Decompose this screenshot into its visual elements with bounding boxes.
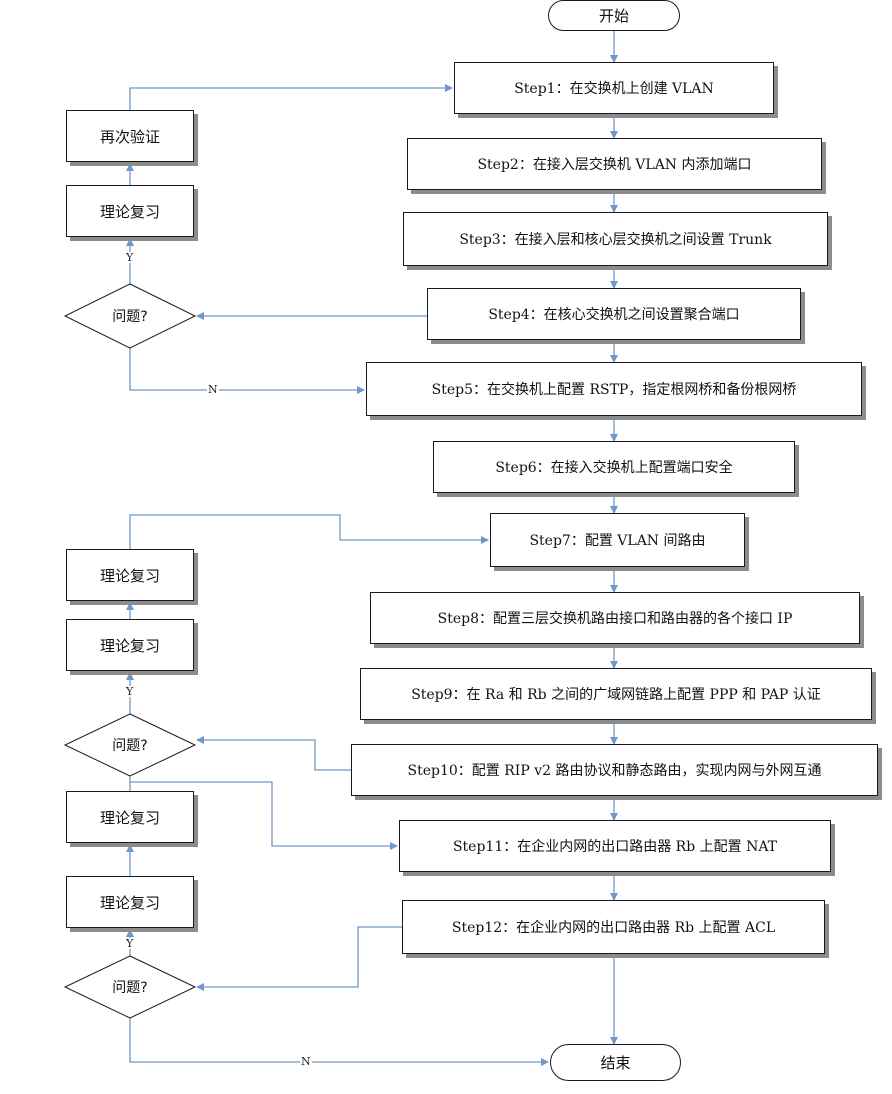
decision-diamond-3 bbox=[63, 955, 197, 1019]
step-11-box: Step11：在企业内网的出口路由器 Rb 上配置 NAT bbox=[399, 820, 831, 872]
yes-label-2: Y bbox=[125, 685, 135, 698]
yes-label-3: Y bbox=[125, 937, 135, 950]
step-6-label: Step6：在接入交换机上配置端口安全 bbox=[495, 460, 733, 476]
connector-step12-to-decision3 bbox=[196, 926, 402, 991]
step-5-label: Step5：在交换机上配置 RSTP，指定根网桥和备份根网桥 bbox=[431, 382, 797, 398]
step-12-label: Step12：在企业内网的出口路由器 Rb 上配置 ACL bbox=[451, 920, 776, 936]
connector-review2a-to-step7 bbox=[129, 514, 489, 549]
step-3-label: Step3：在接入层和核心层交换机之间设置 Trunk bbox=[459, 232, 772, 248]
decision-diamond-1 bbox=[63, 283, 197, 349]
theory-review-label-1: 理论复习 bbox=[99, 202, 160, 221]
decision-label-2: 问题? bbox=[112, 738, 148, 754]
step-2-box: Step2：在接入层交换机 VLAN 内添加端口 bbox=[407, 138, 822, 190]
step-9-box: Step9：在 Ra 和 Rb 之间的广域网链路上配置 PPP 和 PAP 认证 bbox=[360, 668, 872, 720]
theory-review-label-3b: 理论复习 bbox=[99, 893, 160, 912]
step-6-box: Step6：在接入交换机上配置端口安全 bbox=[433, 441, 795, 493]
start-terminal: 开始 bbox=[548, 0, 680, 31]
connector-step10-to-decision2 bbox=[196, 736, 351, 771]
yes-label-1: Y bbox=[125, 251, 135, 264]
connector-decision2-to-step11 bbox=[129, 776, 398, 850]
theory-review-label-3a: 理论复习 bbox=[99, 808, 160, 827]
theory-review-box-3a: 理论复习 bbox=[66, 791, 194, 843]
theory-review-box-3b: 理论复习 bbox=[66, 876, 194, 928]
step-2-label: Step2：在接入层交换机 VLAN 内添加端口 bbox=[477, 157, 752, 173]
step-8-label: Step8：配置三层交换机路由接口和路由器的各个接口 IP bbox=[437, 611, 793, 627]
step-9-label: Step9：在 Ra 和 Rb 之间的广域网链路上配置 PPP 和 PAP 认证 bbox=[411, 687, 821, 703]
step-10-label: Step10：配置 RIP v2 路由协议和静态路由，实现内网与外网互通 bbox=[407, 763, 822, 779]
step-8-box: Step8：配置三层交换机路由接口和路由器的各个接口 IP bbox=[370, 592, 860, 644]
theory-review-box-2a: 理论复习 bbox=[66, 549, 194, 601]
step-7-box: Step7：配置 VLAN 间路由 bbox=[490, 513, 745, 567]
decision-label-1: 问题? bbox=[112, 309, 148, 325]
step-5-box: Step5：在交换机上配置 RSTP，指定根网桥和备份根网桥 bbox=[366, 362, 862, 416]
connector-verify-to-step1 bbox=[129, 84, 453, 110]
verify-again-label: 再次验证 bbox=[99, 127, 160, 146]
end-terminal: 结束 bbox=[550, 1044, 681, 1081]
step-4-box: Step4：在核心交换机之间设置聚合端口 bbox=[427, 288, 801, 340]
theory-review-box-1: 理论复习 bbox=[66, 185, 194, 237]
theory-review-label-2a: 理论复习 bbox=[99, 566, 160, 585]
no-label-3: N bbox=[300, 1055, 312, 1068]
step-10-box: Step10：配置 RIP v2 路由协议和静态路由，实现内网与外网互通 bbox=[351, 744, 878, 796]
connector-decision3-no bbox=[129, 1018, 549, 1066]
step-11-label: Step11：在企业内网的出口路由器 Rb 上配置 NAT bbox=[452, 839, 778, 855]
connector-decision1-no bbox=[129, 348, 365, 394]
step-3-box: Step3：在接入层和核心层交换机之间设置 Trunk bbox=[403, 212, 828, 266]
decision-diamond-2 bbox=[63, 713, 197, 777]
step-1-label: Step1：在交换机上创建 VLAN bbox=[514, 81, 714, 97]
theory-review-box-2b: 理论复习 bbox=[66, 619, 194, 671]
start-label: 开始 bbox=[598, 7, 629, 25]
theory-review-label-2b: 理论复习 bbox=[99, 636, 160, 655]
step-4-label: Step4：在核心交换机之间设置聚合端口 bbox=[488, 307, 740, 323]
no-label-1: N bbox=[207, 383, 219, 396]
step-1-box: Step1：在交换机上创建 VLAN bbox=[454, 62, 774, 114]
end-label: 结束 bbox=[600, 1054, 631, 1072]
decision-label-3: 问题? bbox=[112, 980, 148, 996]
step-7-label: Step7：配置 VLAN 间路由 bbox=[529, 533, 706, 549]
verify-again-box: 再次验证 bbox=[66, 110, 194, 162]
step-12-box: Step12：在企业内网的出口路由器 Rb 上配置 ACL bbox=[402, 900, 825, 954]
